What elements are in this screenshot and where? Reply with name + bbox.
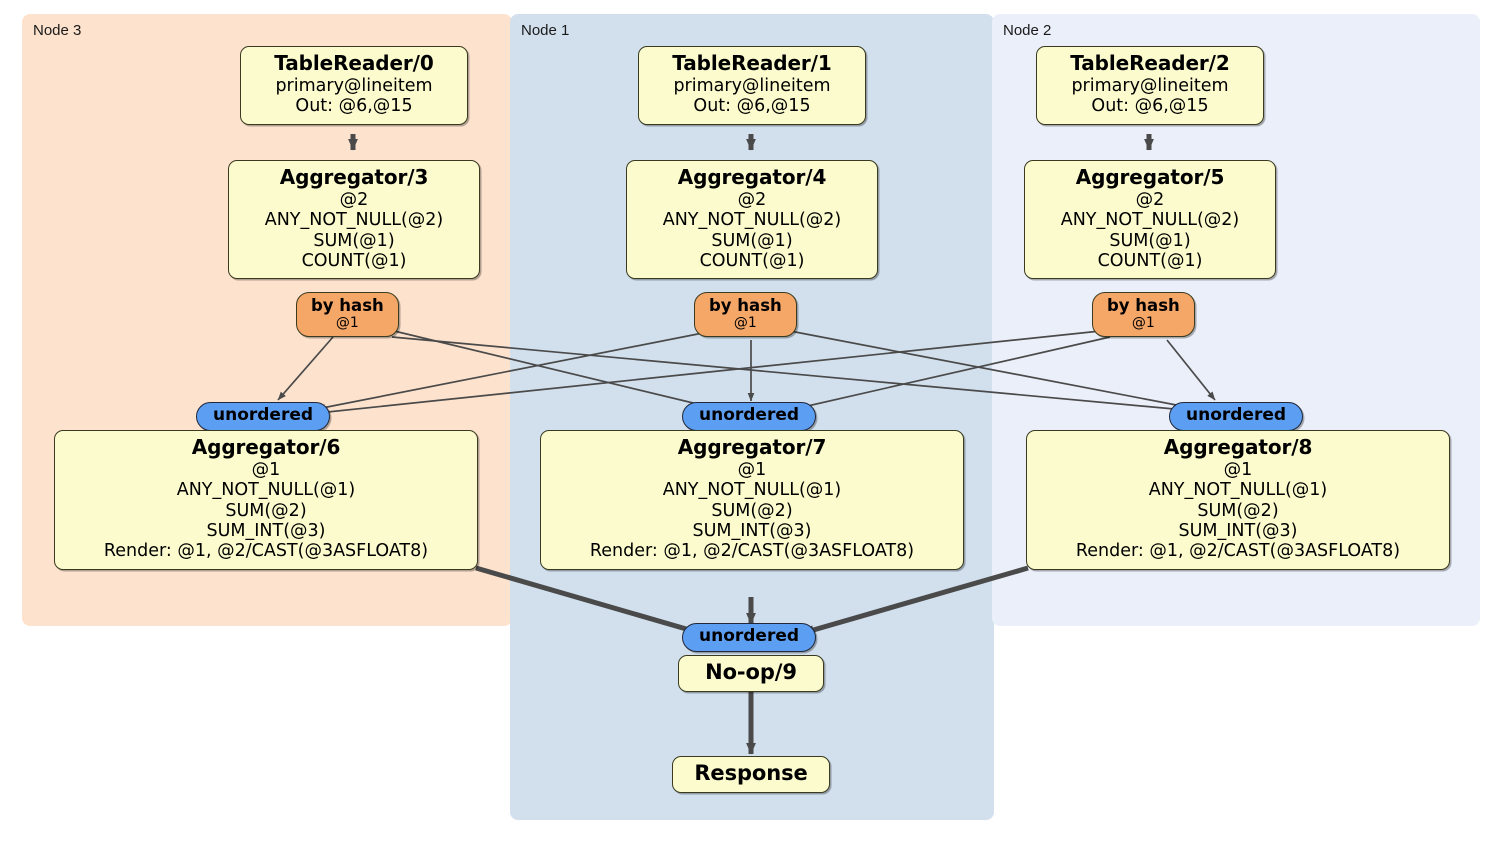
node-detail-line: @1 [1131, 315, 1155, 332]
node-detail-line: Out: @6,@15 [1091, 96, 1209, 117]
node-title: Aggregator/5 [1075, 165, 1225, 189]
node-title: by hash [1107, 296, 1180, 315]
node-detail-line: SUM_INT(@3) [206, 521, 326, 542]
node-title: Aggregator/6 [191, 435, 341, 459]
node-title: TableReader/0 [274, 51, 434, 75]
node-detail-line: @2 [339, 190, 369, 211]
node-detail-line: ANY_NOT_NULL(@2) [662, 210, 842, 231]
node-detail-line: @2 [1135, 190, 1165, 211]
node-by-hash-center[interactable]: by hash @1 [694, 292, 797, 338]
node-detail-line: Out: @6,@15 [693, 96, 811, 117]
node-detail-line: ANY_NOT_NULL(@1) [176, 480, 356, 501]
node-title: Aggregator/7 [677, 435, 827, 459]
node-detail-line: Render: @1, @2/CAST(@3ASFLOAT8) [103, 541, 429, 562]
node-by-hash-left[interactable]: by hash @1 [296, 292, 399, 338]
node-detail-line: ANY_NOT_NULL(@1) [1148, 480, 1328, 501]
node-detail-line: SUM_INT(@3) [1178, 521, 1298, 542]
node-region-label-node1: Node 1 [521, 22, 570, 39]
node-unordered-center[interactable]: unordered [682, 402, 817, 431]
node-title: Aggregator/3 [279, 165, 429, 189]
node-aggregator-4[interactable]: Aggregator/4 @2 ANY_NOT_NULL(@2) SUM(@1)… [626, 160, 878, 280]
node-aggregator-8[interactable]: Aggregator/8 @1 ANY_NOT_NULL(@1) SUM(@2)… [1026, 430, 1450, 570]
node-detail-line: primary@lineitem [275, 76, 433, 97]
node-detail-line: COUNT(@1) [699, 251, 805, 272]
node-detail-line: ANY_NOT_NULL(@2) [1060, 210, 1240, 231]
node-detail-line: COUNT(@1) [1097, 251, 1203, 272]
node-detail-line: ANY_NOT_NULL(@1) [662, 480, 842, 501]
node-tablereader-1[interactable]: TableReader/1 primary@lineitem Out: @6,@… [638, 46, 866, 125]
node-region-label-node3: Node 3 [33, 22, 82, 39]
node-aggregator-6[interactable]: Aggregator/6 @1 ANY_NOT_NULL(@1) SUM(@2)… [54, 430, 478, 570]
node-noop-9[interactable]: No-op/9 [678, 655, 824, 693]
node-title: Response [694, 761, 808, 785]
node-detail-line: Render: @1, @2/CAST(@3ASFLOAT8) [589, 541, 915, 562]
node-detail-line: SUM(@1) [313, 230, 395, 251]
node-detail-line: SUM(@1) [711, 230, 793, 251]
node-detail-line: SUM(@1) [1109, 230, 1191, 251]
node-title: by hash [709, 296, 782, 315]
node-title: TableReader/2 [1070, 51, 1230, 75]
node-detail-line: COUNT(@1) [301, 251, 407, 272]
node-detail-line: SUM(@2) [711, 500, 793, 521]
node-response[interactable]: Response [672, 756, 830, 794]
node-aggregator-7[interactable]: Aggregator/7 @1 ANY_NOT_NULL(@1) SUM(@2)… [540, 430, 964, 570]
node-tablereader-0[interactable]: TableReader/0 primary@lineitem Out: @6,@… [240, 46, 468, 125]
node-detail-line: SUM(@2) [225, 500, 307, 521]
node-detail-line: @1 [1223, 460, 1253, 481]
node-detail-line: ANY_NOT_NULL(@2) [264, 210, 444, 231]
node-unordered-right[interactable]: unordered [1169, 402, 1304, 431]
node-unordered-final[interactable]: unordered [682, 623, 817, 652]
node-unordered-left[interactable]: unordered [196, 402, 331, 431]
node-title: No-op/9 [705, 660, 797, 684]
node-tablereader-2[interactable]: TableReader/2 primary@lineitem Out: @6,@… [1036, 46, 1264, 125]
node-detail-line: @1 [251, 460, 281, 481]
node-title: Aggregator/8 [1163, 435, 1313, 459]
node-detail-line: SUM_INT(@3) [692, 521, 812, 542]
node-detail-line: @1 [733, 315, 757, 332]
node-aggregator-5[interactable]: Aggregator/5 @2 ANY_NOT_NULL(@2) SUM(@1)… [1024, 160, 1276, 280]
node-detail-line: Render: @1, @2/CAST(@3ASFLOAT8) [1075, 541, 1401, 562]
node-detail-line: SUM(@2) [1197, 500, 1279, 521]
node-detail-line: @1 [335, 315, 359, 332]
node-title: by hash [311, 296, 384, 315]
node-detail-line: primary@lineitem [673, 76, 831, 97]
node-detail-line: @1 [737, 460, 767, 481]
node-detail-line: Out: @6,@15 [295, 96, 413, 117]
node-title: TableReader/1 [672, 51, 832, 75]
node-title: Aggregator/4 [677, 165, 827, 189]
node-region-label-node2: Node 2 [1003, 22, 1052, 39]
node-aggregator-3[interactable]: Aggregator/3 @2 ANY_NOT_NULL(@2) SUM(@1)… [228, 160, 480, 280]
node-detail-line: primary@lineitem [1071, 76, 1229, 97]
node-detail-line: @2 [737, 190, 767, 211]
node-by-hash-right[interactable]: by hash @1 [1092, 292, 1195, 338]
